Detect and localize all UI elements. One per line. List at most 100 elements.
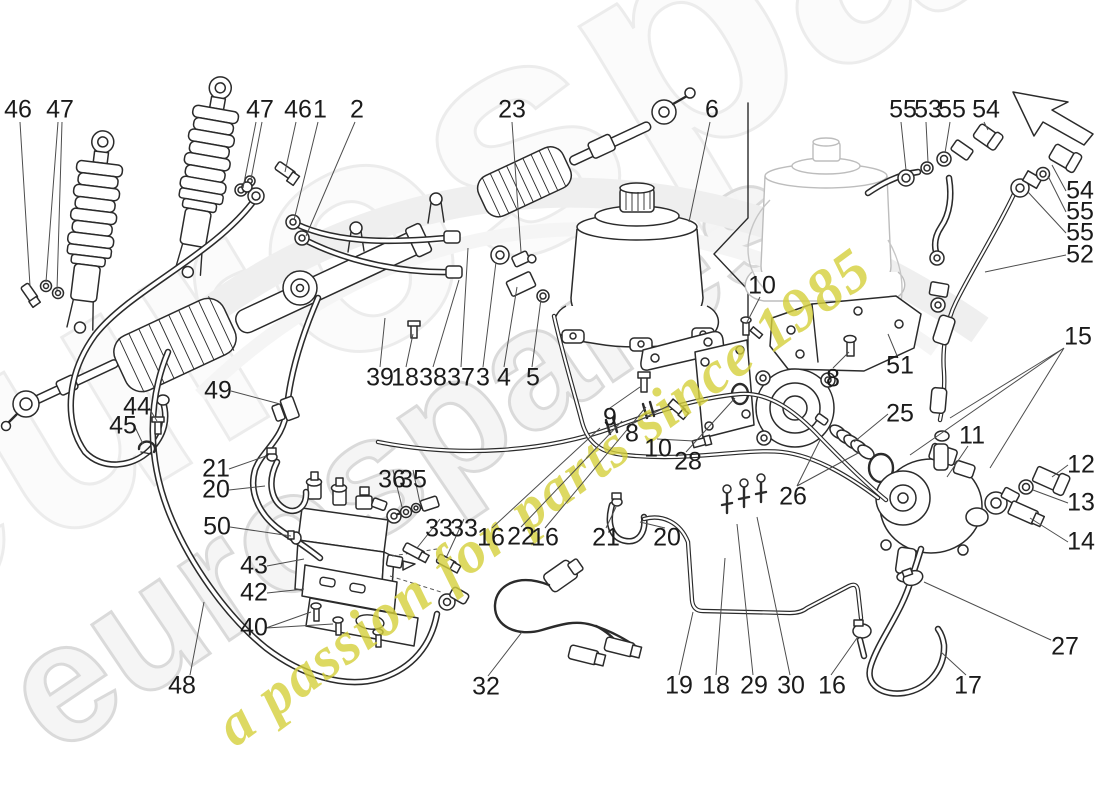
mounting-plate (694, 339, 755, 439)
support-arm-bracket (640, 330, 725, 371)
pressure-line-1 (375, 391, 889, 503)
callout-label: 54 (1066, 176, 1094, 205)
u-hose-20-left (266, 447, 310, 515)
sensor-cable (493, 558, 643, 667)
callout-label: 55 (938, 95, 966, 124)
orientation-arrow-icon (1012, 91, 1094, 146)
callout-label: 47 (46, 95, 74, 124)
callout-label: 50 (203, 512, 231, 541)
callout-label: 17 (954, 671, 982, 700)
rack-boot-left (113, 296, 237, 393)
callout-label: 22 (507, 522, 535, 551)
callout-label: 9 (603, 403, 617, 432)
callout-label: 37 (447, 363, 475, 392)
callout-label: 12 (1067, 450, 1095, 479)
callout-label: 16 (477, 523, 505, 552)
bottom-pipe-19 (641, 515, 872, 660)
callout-label: 33 (450, 514, 478, 543)
block-outlet-line (386, 495, 440, 524)
fluid-reservoir (554, 182, 719, 352)
callout-label: 33 (425, 514, 453, 543)
callout-label: 5 (526, 363, 540, 392)
pressure-pipe-52 (929, 191, 1017, 471)
callout-label: 51 (886, 351, 914, 380)
callout-label: 30 (777, 671, 805, 700)
rack-feed-hoses (285, 214, 463, 279)
callout-label: 55 (1066, 218, 1094, 247)
callout-label: 15 (1064, 322, 1092, 351)
plate-screws (637, 316, 857, 449)
callout-label: 27 (1051, 632, 1079, 661)
callout-label: 11 (959, 421, 985, 450)
callout-label: 18 (702, 671, 730, 700)
callout-label: 13 (1067, 488, 1095, 517)
banjo-bolts-33 (402, 542, 462, 574)
pump-banjo-fittings (984, 465, 1071, 528)
rack-clamp-brackets (347, 192, 445, 253)
callout-label: 29 (740, 671, 768, 700)
callout-label: 36 (378, 465, 406, 494)
center-union-fittings (490, 245, 550, 303)
callout-label: 38 (419, 363, 447, 392)
callout-label: 53 (914, 95, 942, 124)
pump-bell-housing (755, 368, 836, 448)
callout-label: 23 (498, 95, 526, 124)
callout-label: 39 (366, 363, 394, 392)
callout-label: 2 (350, 95, 364, 124)
right-elbow-hose (928, 174, 954, 313)
pump-outlet-hose-17 (866, 545, 948, 697)
rack-housing (235, 222, 433, 334)
valve-block-bracket (301, 564, 419, 647)
callout-label: 20 (202, 475, 230, 504)
callout-label: 21 (592, 523, 620, 552)
check-valve-fittings (720, 473, 768, 515)
callout-label: 46 (4, 95, 32, 124)
callout-label: 28 (674, 447, 702, 476)
callout-label: 25 (886, 399, 914, 428)
callout-label: 54 (972, 95, 1000, 124)
callout-label: 18 (391, 363, 419, 392)
pressure-line-2 (551, 313, 881, 501)
hose-49-50 (250, 294, 324, 562)
callout-label: 19 (665, 671, 693, 700)
callout-label: 42 (240, 578, 268, 607)
callout-label: 26 (779, 482, 807, 511)
callout-label: 46 (284, 95, 312, 124)
rack-sensor-fitting (511, 250, 537, 268)
steering-rack (0, 87, 696, 432)
callout-label: 55 (1066, 197, 1094, 226)
callout-label: 16 (818, 671, 846, 700)
callout-label: 55 (889, 95, 917, 124)
spring-and-pin (814, 413, 875, 460)
callout-label: 4 (497, 363, 511, 392)
callout-label: 1 (313, 95, 327, 124)
callout-label: 3 (476, 363, 490, 392)
u-hose-20-right (606, 492, 648, 545)
right-banjo-chain-side (1010, 143, 1083, 198)
right-banjo-chain-top (864, 123, 1004, 197)
callout-label: 40 (240, 613, 268, 642)
shock-bolt-washers-left (20, 279, 65, 309)
callout-label: 32 (472, 672, 500, 701)
leader-lines (19, 121, 1069, 677)
callout-label: 16 (531, 523, 559, 552)
tie-rod-right (568, 121, 652, 166)
callout-label: 8 (826, 364, 840, 393)
callout-label: 21 (202, 454, 230, 483)
callout-label: 48 (168, 671, 196, 700)
callout-label: 52 (1066, 240, 1094, 269)
callout-label: 43 (240, 551, 268, 580)
callout-label: 10 (748, 271, 776, 300)
callout-label: 8 (625, 419, 639, 448)
bracket-screws (310, 602, 384, 648)
ghost-reservoir (744, 137, 906, 353)
callout-label: 20 (653, 523, 681, 552)
callout-label: 49 (204, 376, 232, 405)
callout-label: 47 (246, 95, 274, 124)
small-fasteners-left (137, 320, 421, 455)
callout-label: 10 (644, 434, 672, 463)
callout-label: 6 (705, 95, 719, 124)
